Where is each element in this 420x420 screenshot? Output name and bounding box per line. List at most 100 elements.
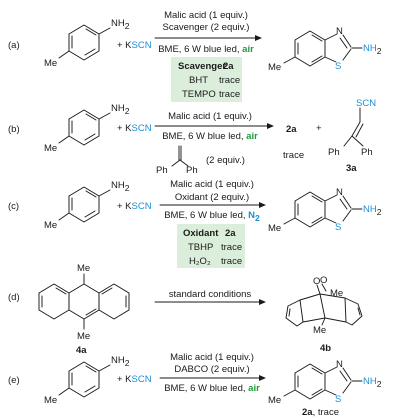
- condition-line-1: Malic acid (1 equiv.): [170, 179, 254, 190]
- methyl-label: Me: [313, 325, 326, 336]
- condition-line-2: Oxidant (2 equiv.): [175, 192, 249, 203]
- vinyl-thiocyanate-structure: [343, 107, 364, 147]
- methyl-label: Me: [77, 263, 90, 274]
- svg-text:NH2: NH2: [111, 103, 130, 116]
- svg-text:+ KSCN: + KSCN: [117, 123, 152, 134]
- condition-line-3: BME, 6 W blue led,: [164, 210, 248, 221]
- product-2a-result: trace: [283, 150, 304, 161]
- methyl-label: Me: [44, 143, 57, 154]
- condition-line-2: DABCO (2 equiv.): [174, 364, 249, 375]
- additive-equiv: (2 equiv.): [206, 155, 245, 166]
- toluidine-structure: [58, 24, 111, 61]
- panel-b: (b) NH2 Me + KSCN Malic acid (1 equiv.) …: [8, 98, 376, 176]
- panel-c: (c) NH2 Me + KSCN Malic acid (1 equiv.) …: [8, 179, 382, 268]
- methyl-label: Me: [268, 395, 281, 406]
- phenyl-label: Ph: [361, 147, 373, 158]
- plus-sign: +: [316, 123, 322, 134]
- condition-line-2: Scavenger (2 equiv.): [163, 22, 250, 33]
- panel-tag: (a): [8, 40, 20, 51]
- svg-text:2a, trace: 2a, trace: [302, 407, 339, 418]
- table-header-reagent: Scavenger: [178, 61, 226, 72]
- scavenger-table: [171, 57, 242, 102]
- amine-subscript: 2: [377, 379, 382, 389]
- anthracene-structure: [38, 273, 130, 330]
- methyl-label: Me: [77, 331, 90, 342]
- phenyl-label: Ph: [156, 165, 168, 176]
- table-cell-yield: trace: [221, 242, 242, 253]
- phenyl-label: Ph: [186, 165, 198, 176]
- atom-n: N: [336, 359, 343, 370]
- endoperoxide-structure: [285, 283, 363, 327]
- panel-tag: (c): [8, 201, 19, 212]
- svg-text:+ KSCN: + KSCN: [117, 374, 152, 385]
- panel-tag: (e): [8, 375, 20, 386]
- reagent-plus-k: + K: [117, 374, 132, 385]
- condition-line-3: BME, 6 W blue led,: [162, 131, 246, 142]
- compound-4a-label: 4a: [76, 345, 87, 356]
- amine-label: NH: [111, 355, 125, 366]
- benzothiazole-structure: [283, 363, 363, 400]
- oxidant-table: [177, 224, 245, 268]
- svg-text:NH2: NH2: [111, 18, 130, 31]
- toluidine-structure: [58, 186, 111, 223]
- atmosphere-air: air: [246, 131, 258, 142]
- atom-n: N: [336, 187, 343, 198]
- panel-d: (d) Me Me 4a standard conditions: [8, 263, 363, 356]
- atom-s: S: [335, 394, 341, 405]
- amine-label: NH: [111, 103, 125, 114]
- amine-label: NH: [363, 43, 377, 54]
- amine-label: NH: [363, 204, 377, 215]
- reagent-scn: SCN: [132, 123, 152, 134]
- svg-text:BME, 6 W blue led, air: BME, 6 W blue led, air: [162, 131, 258, 142]
- benzothiazole-structure: [283, 30, 363, 67]
- table-cell-yield: trace: [221, 256, 242, 267]
- benzothiazole-structure: [283, 191, 363, 228]
- product-3a-label: 3a: [346, 163, 357, 174]
- methyl-label: Me: [268, 62, 281, 73]
- reagent-plus-k: + K: [117, 40, 132, 51]
- table-cell-reagent: H₂O₂: [189, 256, 211, 267]
- atmosphere-n2-subscript: 2: [255, 213, 260, 223]
- diphenylethylene-structure: [171, 145, 189, 167]
- atom-s: S: [335, 222, 341, 233]
- condition-line-3: BME, 6 W blue led,: [158, 44, 242, 55]
- table-header-yield: 2a: [225, 228, 236, 239]
- atmosphere-air: air: [242, 44, 254, 55]
- methyl-label: Me: [44, 395, 57, 406]
- reagent-scn: SCN: [132, 40, 152, 51]
- toluidine-structure: [58, 109, 111, 146]
- atom-n: N: [336, 26, 343, 37]
- reagent-plus-k: + K: [117, 201, 132, 212]
- thiocyanate-group: SCN: [356, 98, 376, 109]
- methyl-label: Me: [268, 223, 281, 234]
- panel-tag: (b): [8, 124, 20, 135]
- svg-text:BME, 6 W blue led, air: BME, 6 W blue led, air: [164, 383, 260, 394]
- compound-4b-label: 4b: [320, 343, 331, 354]
- amine-subscript: 2: [125, 358, 130, 368]
- atmosphere-air: air: [248, 383, 260, 394]
- atom-s: S: [335, 61, 341, 72]
- panel-a: (a) NH2 Me + KSCN Malic acid (1 equiv.) …: [8, 10, 382, 102]
- condition-line-1: Malic acid (1 equiv.): [170, 352, 254, 363]
- table-cell-yield: trace: [219, 89, 240, 100]
- svg-text:NH2: NH2: [111, 355, 130, 368]
- amine-label: NH: [111, 18, 125, 29]
- amine-subscript: 2: [125, 106, 130, 116]
- svg-text:NH2: NH2: [363, 204, 382, 217]
- amine-subscript: 2: [125, 183, 130, 193]
- product-2a-label: 2a: [302, 407, 313, 418]
- reagent-plus-k: + K: [117, 123, 132, 134]
- amine-label: NH: [111, 180, 125, 191]
- condition-line-1: Malic acid (1 equiv.): [164, 10, 248, 21]
- svg-text:NH2: NH2: [111, 180, 130, 193]
- amine-subscript: 2: [125, 21, 130, 31]
- product-2a-label: 2a: [286, 124, 297, 135]
- svg-text:NH2: NH2: [363, 376, 382, 389]
- table-header-reagent: Oxidant: [183, 228, 219, 239]
- condition-line-1: Malic acid (1 equiv.): [168, 111, 252, 122]
- table-cell-yield: trace: [219, 75, 240, 86]
- svg-text:+ KSCN: + KSCN: [117, 40, 152, 51]
- methyl-label: Me: [330, 288, 343, 299]
- atom-o: O: [313, 276, 320, 287]
- methyl-label: Me: [44, 220, 57, 231]
